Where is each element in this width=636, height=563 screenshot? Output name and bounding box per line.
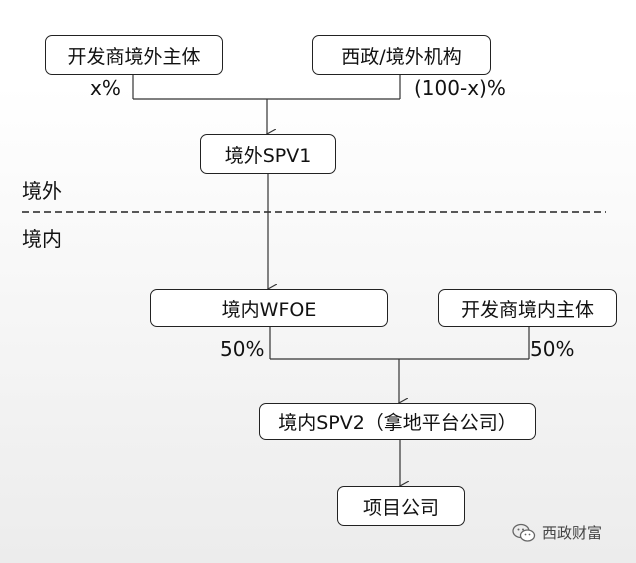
box-project-company-label: 项目公司	[362, 496, 439, 519]
box-onshore-wfoe: 境内WFOE	[150, 289, 388, 327]
box-onshore-wfoe-label: 境内WFOE	[221, 298, 317, 321]
watermark: 西政财富	[512, 522, 602, 543]
box-developer-offshore: 开发商境外主体	[45, 35, 223, 75]
box-onshore-spv2-label: 境内SPV2（拿地平台公司）	[278, 412, 517, 434]
box-xizheng-offshore: 西政/境外机构	[312, 35, 491, 75]
box-developer-offshore-label: 开发商境外主体	[67, 45, 201, 68]
ownership-label-right-50: 50%	[530, 337, 575, 361]
watermark-text: 西政财富	[542, 524, 603, 542]
box-developer-onshore-label: 开发商境内主体	[460, 298, 594, 321]
ownership-label-left-50: 50%	[220, 337, 265, 361]
wechat-icon	[512, 523, 536, 542]
ownership-label-x: x%	[90, 76, 121, 100]
zone-label-onshore: 境内	[22, 227, 62, 251]
box-xizheng-offshore-label: 西政/境外机构	[341, 45, 462, 68]
box-offshore-spv1-label: 境外SPV1	[224, 144, 312, 167]
box-onshore-spv2: 境内SPV2（拿地平台公司）	[259, 403, 536, 440]
ownership-label-100-minus-x: (100-x)%	[414, 76, 506, 100]
zone-label-offshore: 境外	[22, 179, 62, 203]
box-project-company: 项目公司	[337, 486, 465, 526]
box-developer-onshore: 开发商境内主体	[438, 289, 617, 327]
box-offshore-spv1: 境外SPV1	[200, 134, 336, 174]
